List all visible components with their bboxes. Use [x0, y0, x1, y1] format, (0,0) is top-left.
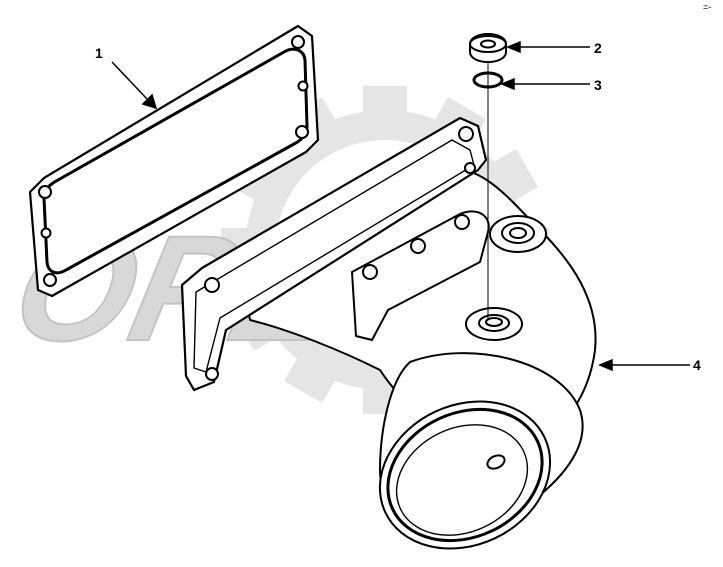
callout-label-4: 4 [693, 357, 701, 373]
callout-label-1: 1 [95, 45, 103, 61]
gear-tooth [363, 86, 407, 126]
corner-mark: =- [703, 2, 711, 12]
gasket [28, 24, 320, 298]
callout-leaders [111, 40, 690, 372]
plug [469, 32, 507, 64]
outlet-connection [180, 116, 597, 550]
gear-tooth [283, 346, 343, 404]
callout-label-3: 3 [594, 77, 602, 93]
callout-label-2: 2 [594, 40, 602, 56]
